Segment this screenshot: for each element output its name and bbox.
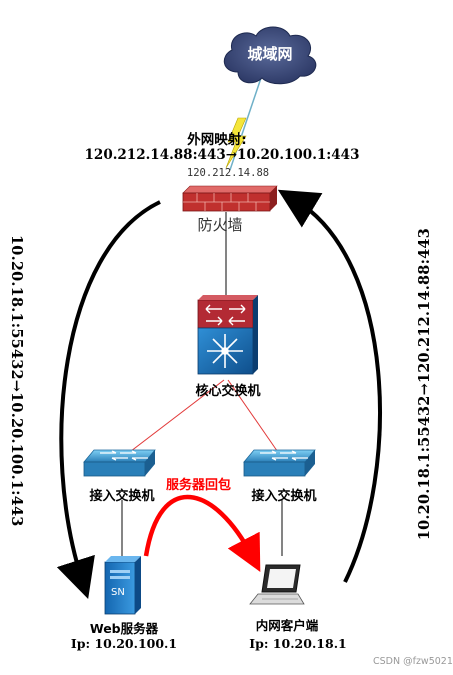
firewall-icon [182,185,278,212]
core-switch-icon [197,295,258,375]
access-switch-right-label: 接入交换机 [251,489,317,504]
client-name: 内网客户端 [255,618,319,633]
right-flow-label: 10.20.18.1:55432→120.212.14.88:443 [416,228,433,541]
firewall-label: 防火墙 [197,216,243,234]
link-cloud-firewall [229,74,263,171]
internet-label: 城域网 [247,45,293,63]
web-server-ip: Ip: 10.20.100.1 [70,636,178,651]
watermark: CSDN @fzw5021 [373,656,453,667]
nat-title: 外网映射: [187,132,247,148]
core-switch-label: 核心交换机 [195,384,261,399]
internet-cloud-icon [223,26,317,85]
client-ip: Ip: 10.20.18.1 [249,636,347,651]
web-server-icon [104,556,141,615]
laptop-icon [249,564,305,605]
server-reply-arrow [143,494,261,572]
lightning-icon [225,117,247,169]
left-flow-arrow [56,200,161,600]
reply-label: 服务器回包 [166,478,232,493]
access-switch-left-icon [83,449,156,477]
web-server-name: Web服务器 [89,621,159,636]
nat-rule: 120.212.14.88:443→10.20.100.1:443 [84,147,360,163]
server-badge: SN [111,587,125,598]
right-flow-arrow [277,189,382,583]
left-flow-label: 10.20.18.1:55432→10.20.100.1:443 [8,235,25,527]
link-core-access-right [227,379,283,459]
link-core-access-left [121,379,225,459]
firewall-ip: 120.212.14.88 [186,167,270,179]
access-switch-right-icon [243,449,316,477]
access-switch-left-label: 接入交换机 [89,489,155,504]
